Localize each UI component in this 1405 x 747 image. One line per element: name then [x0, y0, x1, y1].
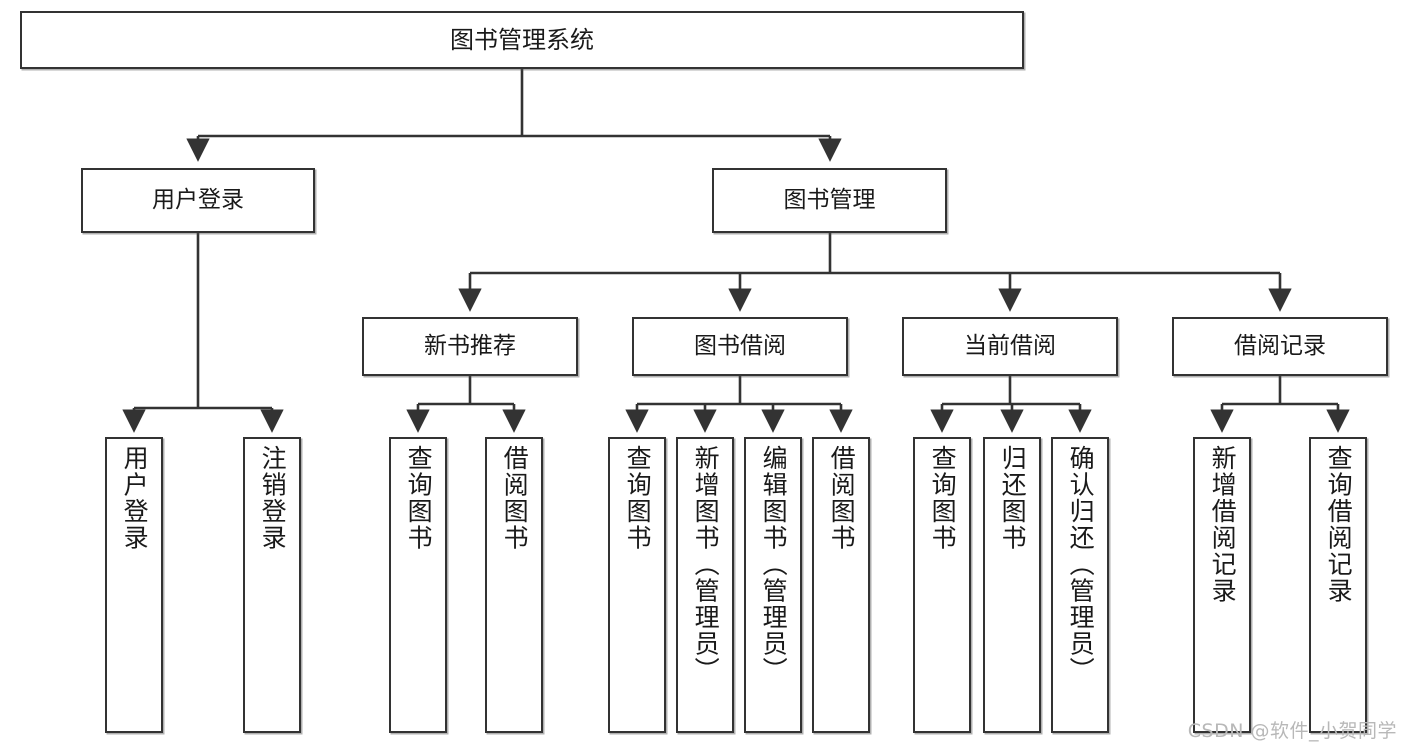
node-leaf-add-book-label: 新增图书（管理员） — [691, 445, 721, 684]
node-leaf-borrow-book-1[interactable]: 借阅图书 — [485, 437, 543, 733]
node-leaf-query-book-3-label: 查询图书 — [928, 445, 958, 551]
node-root[interactable]: 图书管理系统 — [20, 11, 1024, 69]
node-leaf-borrow-book-1-label: 借阅图书 — [500, 445, 530, 551]
node-leaf-query-record-label: 查询借阅记录 — [1324, 445, 1354, 604]
node-current-borrow[interactable]: 当前借阅 — [902, 317, 1118, 376]
node-current-borrow-label: 当前借阅 — [964, 332, 1056, 359]
node-leaf-logout[interactable]: 注销登录 — [243, 437, 301, 733]
node-user-login[interactable]: 用户登录 — [81, 168, 315, 233]
node-book-management-label: 图书管理 — [783, 186, 876, 213]
csdn-watermark: CSDN @软件_小贺同学 — [1187, 720, 1397, 742]
node-borrow-record[interactable]: 借阅记录 — [1172, 317, 1388, 376]
node-leaf-logout-label: 注销登录 — [258, 445, 288, 551]
node-leaf-return-book[interactable]: 归还图书 — [983, 437, 1041, 733]
node-leaf-query-book-1[interactable]: 查询图书 — [389, 437, 447, 733]
node-new-book-recommend[interactable]: 新书推荐 — [362, 317, 578, 376]
node-book-management[interactable]: 图书管理 — [712, 168, 947, 233]
node-leaf-user-login[interactable]: 用户登录 — [105, 437, 163, 733]
node-leaf-add-record[interactable]: 新增借阅记录 — [1193, 437, 1251, 733]
node-leaf-query-book-3[interactable]: 查询图书 — [913, 437, 971, 733]
node-leaf-query-book-2[interactable]: 查询图书 — [608, 437, 666, 733]
node-user-login-label: 用户登录 — [152, 186, 244, 213]
node-leaf-edit-book[interactable]: 编辑图书（管理员） — [744, 437, 802, 733]
node-leaf-query-book-1-label: 查询图书 — [404, 445, 434, 551]
node-leaf-user-login-label: 用户登录 — [120, 445, 150, 551]
node-root-label: 图书管理系统 — [450, 25, 594, 54]
node-leaf-add-book[interactable]: 新增图书（管理员） — [676, 437, 734, 733]
node-leaf-confirm-return[interactable]: 确认归还（管理员） — [1051, 437, 1109, 733]
node-leaf-borrow-book-2-label: 借阅图书 — [827, 445, 857, 551]
node-leaf-return-book-label: 归还图书 — [998, 445, 1028, 551]
node-book-borrow[interactable]: 图书借阅 — [632, 317, 848, 376]
node-book-borrow-label: 图书借阅 — [694, 332, 786, 359]
node-leaf-add-record-label: 新增借阅记录 — [1208, 445, 1238, 604]
node-leaf-confirm-return-label: 确认归还（管理员） — [1066, 445, 1096, 684]
node-leaf-borrow-book-2[interactable]: 借阅图书 — [812, 437, 870, 733]
node-leaf-query-book-2-label: 查询图书 — [623, 445, 653, 551]
node-leaf-edit-book-label: 编辑图书（管理员） — [759, 445, 789, 684]
node-borrow-record-label: 借阅记录 — [1234, 332, 1326, 359]
node-leaf-query-record[interactable]: 查询借阅记录 — [1309, 437, 1367, 733]
node-new-book-recommend-label: 新书推荐 — [424, 332, 516, 359]
